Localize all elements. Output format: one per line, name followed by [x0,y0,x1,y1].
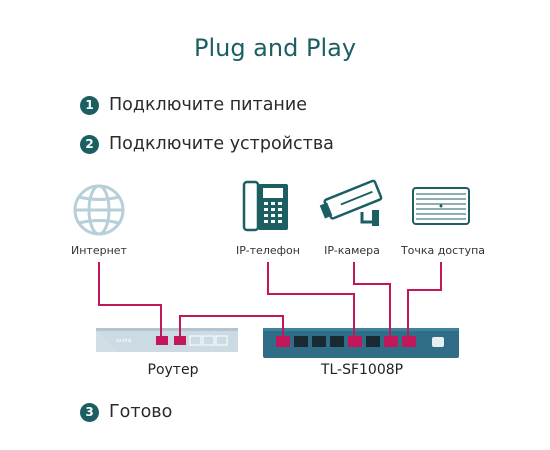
access-point-icon [412,187,470,225]
internet-label: Интернет [71,244,128,257]
step-2-text: Подключите устройства [109,134,334,154]
ip-camera-icon [319,179,383,226]
step-3-number: 3 [80,402,99,422]
router-label: Роутер [148,362,199,378]
router-ports [156,335,228,346]
ip-phone-label: IP-телефон [236,244,300,257]
access-point-label: Точка доступа [400,244,485,257]
step-1-text: Подключите питание [109,95,308,115]
step-3: 3 Готово [80,401,172,423]
step-1-number: 1 [80,95,99,115]
switch-label: TL-SF1008P [320,362,403,378]
page-title: Plug and Play [193,34,357,62]
ethernet-cables [98,262,442,337]
globe-icon [73,184,125,236]
power-port [432,337,444,347]
step-2: 2 Подключите устройства [80,133,334,155]
router-brand: tp-link [116,338,132,344]
ip-camera-label: IP-камера [324,244,380,257]
router-device: tp-link [96,328,238,352]
step-3-text: Готово [109,402,173,422]
step-2-number: 2 [80,134,99,154]
switch-device [263,328,459,358]
step-1: 1 Подключите питание [80,94,307,116]
switch-ports [276,336,416,347]
ip-phone-icon [242,180,288,232]
